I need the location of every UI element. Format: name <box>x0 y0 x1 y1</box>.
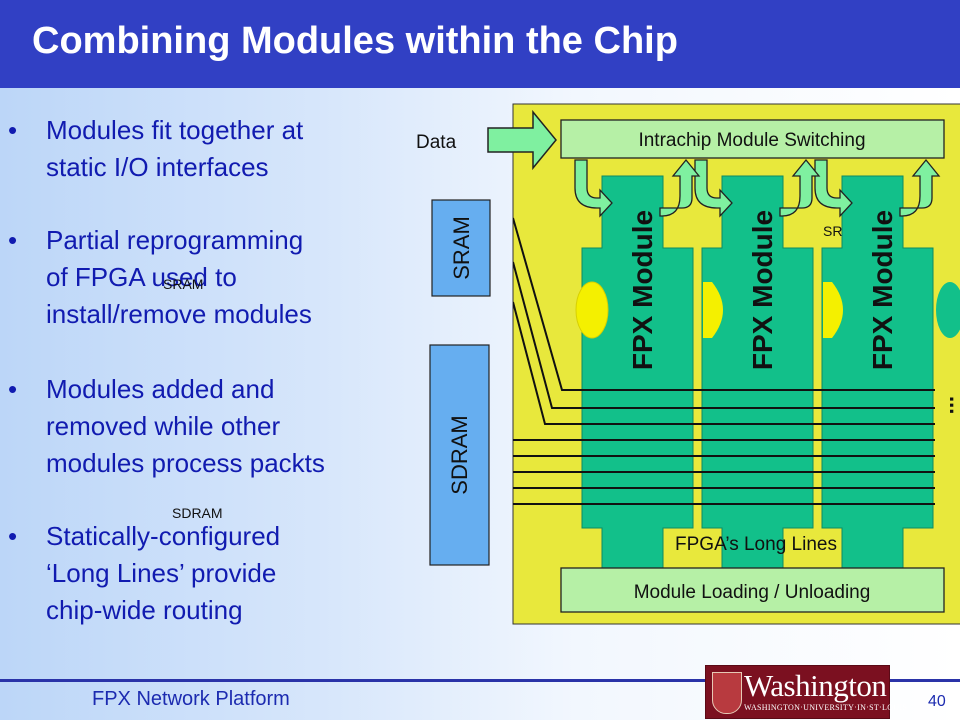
switch-out-arrow <box>899 158 941 217</box>
bullet-dot: • <box>8 115 18 145</box>
bullet-line: Partial reprogramming <box>46 225 304 255</box>
bullet-line: removed while other <box>46 411 281 441</box>
fpx-module-label: FPX Module <box>867 210 898 370</box>
footer-platform: FPX Network Platform <box>92 688 290 710</box>
stray-sdram-label: SDRAM <box>172 505 223 521</box>
sram-label: SRAM <box>449 216 474 280</box>
bullet-dot: • <box>8 225 18 255</box>
footer-divider <box>0 679 960 682</box>
slide-title: Combining Modules within the Chip <box>32 20 678 62</box>
switching-bar <box>560 119 945 159</box>
switch-in-arrow <box>694 159 733 218</box>
loading-label: Module Loading / Unloading <box>634 582 871 603</box>
stray-sram-label: SRAM <box>163 276 204 292</box>
logo-wordmark: Washington <box>744 668 887 703</box>
module-connector <box>703 282 723 338</box>
switch-out-arrow <box>659 158 701 217</box>
sram-box <box>431 199 491 297</box>
module-connector <box>823 282 843 338</box>
page-number: 40 <box>928 693 946 710</box>
switch-in-arrow <box>814 159 853 218</box>
switching-label: Intrachip Module Switching <box>638 130 865 151</box>
switch-out-arrow <box>779 158 821 217</box>
bullet-line: of FPGA used to <box>46 262 237 292</box>
bullet-line: Modules fit together at <box>46 115 304 145</box>
fpx-module-label: FPX Module <box>627 210 658 370</box>
bullet-line: Modules added and <box>46 374 275 404</box>
continuation-ellipsis: ... <box>945 396 960 414</box>
bullet-line: install/remove modules <box>46 299 312 329</box>
bullet-line: ‘Long Lines’ provide <box>46 558 277 588</box>
shield-icon <box>712 672 742 714</box>
stray-sr-label: SR <box>823 223 842 239</box>
loading-bar <box>560 567 945 613</box>
data-label: Data <box>416 132 457 153</box>
long-lines-label: FPGA’s Long Lines <box>675 534 837 555</box>
title-bar <box>0 0 960 88</box>
sdram-label: SDRAM <box>447 415 472 494</box>
bullet-line: modules process packts <box>46 448 325 478</box>
module-connector <box>575 281 609 339</box>
bullet-dot: • <box>8 374 18 404</box>
bullet-line: chip-wide routing <box>46 595 243 625</box>
washington-logo: Washington WASHINGTON·UNIVERSITY·IN·ST·L… <box>705 665 907 719</box>
sdram-box <box>429 344 490 566</box>
long-lines <box>513 217 935 505</box>
logo-subtitle: WASHINGTON·UNIVERSITY·IN·ST·LOUIS <box>744 703 908 712</box>
bullet-line: Statically-configured <box>46 521 281 551</box>
bullet-dot: • <box>8 521 18 551</box>
bullet-line: static I/O interfaces <box>46 152 269 182</box>
switch-in-arrow <box>574 159 613 218</box>
module-connector <box>936 282 960 338</box>
data-arrow <box>487 109 557 171</box>
fpx-module-label: FPX Module <box>747 210 778 370</box>
